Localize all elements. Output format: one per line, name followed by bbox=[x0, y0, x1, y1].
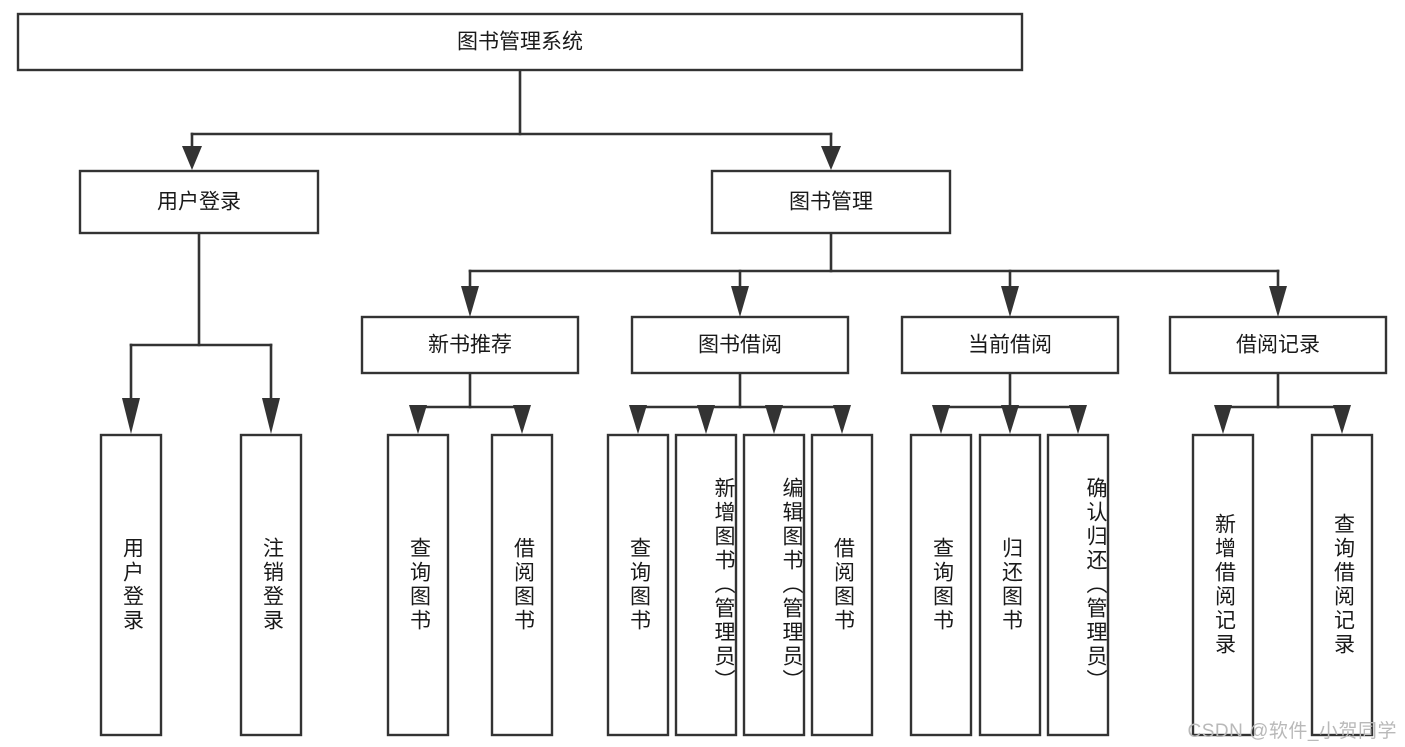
node-root-label: 图书管理系统 bbox=[457, 31, 583, 54]
arrow-l3-2 bbox=[1001, 286, 1019, 317]
leaf-box-book-borrow-3[interactable] bbox=[810, 433, 874, 737]
connector-group-root bbox=[182, 68, 841, 170]
leaf-box-current-borrow-2[interactable] bbox=[1046, 433, 1110, 737]
leaf-box-book-borrow-2[interactable] bbox=[742, 433, 806, 737]
arrow-leaf-bb-0 bbox=[629, 405, 647, 434]
leaf-box-user-login-1[interactable] bbox=[239, 433, 303, 737]
node-borrow-record[interactable] bbox=[1168, 315, 1388, 375]
node-current-borrow-label: 当前借阅 bbox=[968, 334, 1052, 357]
node-book-borrow[interactable] bbox=[630, 315, 850, 375]
connector-group-user-login bbox=[122, 231, 280, 434]
connector-group-new-book bbox=[409, 371, 531, 434]
leaf-box-book-borrow-1[interactable] bbox=[674, 433, 738, 737]
node-book-management[interactable] bbox=[710, 169, 952, 235]
node-new-book-recommend-label: 新书推荐 bbox=[428, 334, 512, 357]
arrow-l3-1 bbox=[731, 286, 749, 317]
arrow-leaf-cb-0 bbox=[932, 405, 950, 434]
leaf-box-current-borrow-1[interactable] bbox=[978, 433, 1042, 737]
leaf-box-book-borrow-0[interactable] bbox=[606, 433, 670, 737]
arrow-book-mgmt bbox=[821, 146, 841, 170]
arrow-leaf-cb-2 bbox=[1069, 405, 1087, 434]
connector-group-book-mgmt bbox=[461, 231, 1287, 317]
arrow-leaf-cb-1 bbox=[1001, 405, 1019, 434]
arrow-user-login bbox=[182, 146, 202, 170]
arrow-leaf-nb-1 bbox=[513, 405, 531, 434]
arrow-leaf-bb-2 bbox=[765, 405, 783, 434]
leaf-box-borrow-record-1[interactable] bbox=[1310, 433, 1374, 737]
node-user-login[interactable] bbox=[78, 169, 320, 235]
node-user-login-label: 用户登录 bbox=[157, 191, 241, 214]
connector-group-current-borrow bbox=[932, 371, 1087, 434]
watermark-label: CSDN @软件_小贺同学 bbox=[1187, 721, 1397, 742]
arrow-leaf-br-1 bbox=[1333, 405, 1351, 434]
node-current-borrow[interactable] bbox=[900, 315, 1120, 375]
node-new-book-recommend[interactable] bbox=[360, 315, 580, 375]
arrow-leaf-bb-3 bbox=[833, 405, 851, 434]
node-book-management-label: 图书管理 bbox=[789, 191, 873, 214]
arrow-l3-0 bbox=[461, 286, 479, 317]
arrow-leaf-ul-1 bbox=[262, 398, 280, 434]
node-root[interactable] bbox=[16, 12, 1024, 72]
leaf-box-new-book-0[interactable] bbox=[386, 433, 450, 737]
arrow-l3-3 bbox=[1269, 286, 1287, 317]
leaf-box-current-borrow-0[interactable] bbox=[909, 433, 973, 737]
connector-group-book-borrow bbox=[629, 371, 851, 434]
arrow-leaf-nb-0 bbox=[409, 405, 427, 434]
leaf-box-borrow-record-0[interactable] bbox=[1191, 433, 1255, 737]
leaf-box-new-book-1[interactable] bbox=[490, 433, 554, 737]
node-book-borrow-label: 图书借阅 bbox=[698, 334, 782, 357]
connector-group-borrow-record bbox=[1214, 371, 1351, 434]
arrow-leaf-br-0 bbox=[1214, 405, 1232, 434]
leaf-box-user-login-0[interactable] bbox=[99, 433, 163, 737]
arrow-leaf-ul-0 bbox=[122, 398, 140, 434]
node-borrow-record-label: 借阅记录 bbox=[1236, 334, 1320, 357]
arrow-leaf-bb-1 bbox=[697, 405, 715, 434]
